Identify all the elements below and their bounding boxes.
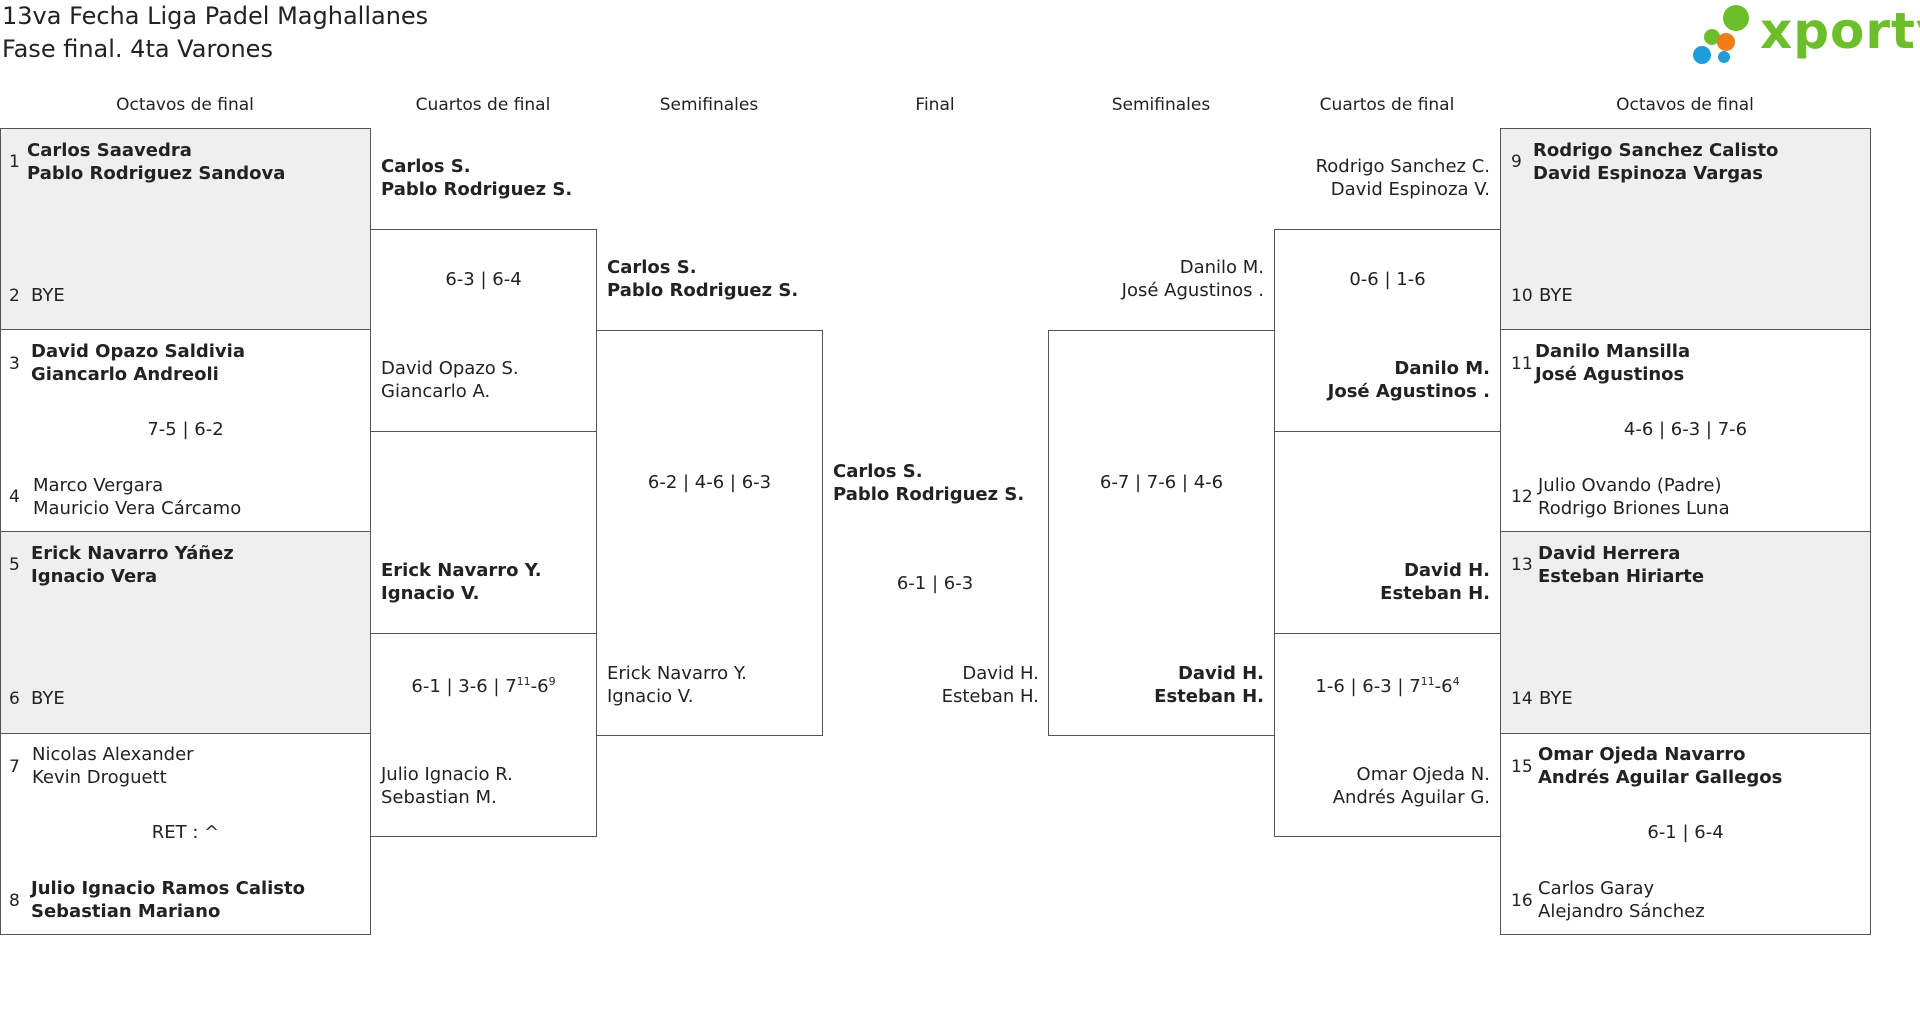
team-name: Erick Navarro Y. xyxy=(381,560,542,581)
seed-number: 3 xyxy=(9,354,20,374)
team-name: Julio Ignacio R. xyxy=(381,764,513,785)
team-name: Carlos S. xyxy=(381,156,471,177)
match-box xyxy=(1500,128,1871,330)
team-name: David H. xyxy=(962,663,1039,684)
player-name: Danilo Mansilla xyxy=(1535,341,1691,362)
team-name: Erick Navarro Y. xyxy=(607,663,747,684)
team-name: Pablo Rodriguez S. xyxy=(381,179,573,200)
seed-number: 4 xyxy=(9,487,20,507)
player-name: Ignacio Vera xyxy=(31,566,158,587)
team-name: Rodrigo Sanchez C. xyxy=(1315,156,1490,177)
header-left-cuartos: Cuartos de final xyxy=(415,95,551,115)
match-score: 0-6 | 1-6 xyxy=(1349,269,1426,290)
header-right-cuartos: Cuartos de final xyxy=(1319,95,1455,115)
team-name: Sebastian M. xyxy=(381,787,497,808)
seed-number: 1 xyxy=(9,152,20,172)
player-name: Mauricio Vera Cárcamo xyxy=(33,498,242,519)
team-name: Pablo Rodriguez S. xyxy=(607,280,799,301)
player-name: Carlos Garay xyxy=(1538,878,1655,899)
match-score: 7-5 | 6-2 xyxy=(147,419,224,440)
match-score: 6-7 | 7-6 | 4-6 xyxy=(1099,472,1224,493)
seed-number: 13 xyxy=(1511,555,1533,575)
player-name: Giancarlo Andreoli xyxy=(31,364,219,385)
player-name: Omar Ojeda Navarro xyxy=(1538,744,1746,765)
player-name: Rodrigo Briones Luna xyxy=(1538,498,1730,519)
team-name: Carlos S. xyxy=(833,461,923,482)
team-name: Ignacio V. xyxy=(607,686,694,707)
player-name: Andrés Aguilar Gallegos xyxy=(1538,767,1783,788)
team-name: David H. xyxy=(1177,663,1264,684)
player-name: Kevin Droguett xyxy=(32,767,167,788)
page-subtitle: Fase final. 4ta Varones xyxy=(2,35,273,63)
match-score: 1-6 | 6-3 | 711-64 xyxy=(1315,675,1460,697)
player-name: David Opazo Saldivia xyxy=(31,341,245,362)
seed-number: 9 xyxy=(1511,152,1522,172)
match-score: 6-3 | 6-4 xyxy=(445,269,522,290)
player-name: Marco Vergara xyxy=(33,475,164,496)
match-score: 6-1 | 3-6 | 711-69 xyxy=(411,675,556,697)
player-name: Esteban Hiriarte xyxy=(1538,566,1705,587)
match-box xyxy=(1048,330,1275,736)
match-box xyxy=(596,330,823,736)
team-name: José Agustinos . xyxy=(1327,381,1490,402)
team-name: Andrés Aguilar G. xyxy=(1332,787,1490,808)
match-box xyxy=(1500,733,1871,935)
team-name: David Espinoza V. xyxy=(1330,179,1490,200)
player-name: BYE xyxy=(1539,688,1573,709)
header-right-semis: Semifinales xyxy=(1111,95,1211,115)
player-name: David Herrera xyxy=(1538,543,1681,564)
seed-number: 15 xyxy=(1511,757,1533,777)
seed-number: 10 xyxy=(1511,286,1533,306)
header-left-semis: Semifinales xyxy=(659,95,759,115)
match-score: 6-1 | 6-3 xyxy=(896,573,974,594)
player-name: Carlos Saavedra xyxy=(27,140,192,161)
player-name: David Espinoza Vargas xyxy=(1533,163,1763,184)
player-name: Nicolas Alexander xyxy=(32,744,194,765)
team-name: Esteban H. xyxy=(1154,686,1264,707)
xporty-logo: xporty xyxy=(1690,2,1920,68)
team-name: Esteban H. xyxy=(1380,583,1490,604)
seed-number: 6 xyxy=(9,689,20,709)
match-score: 6-2 | 4-6 | 6-3 xyxy=(647,472,772,493)
team-name: David H. xyxy=(1403,560,1490,581)
logo-text: xporty xyxy=(1760,2,1920,60)
header-left-octavos: Octavos de final xyxy=(116,95,254,115)
seed-number: 8 xyxy=(9,891,20,911)
team-name: Pablo Rodriguez S. xyxy=(833,484,1025,505)
player-name: BYE xyxy=(31,285,65,306)
player-name: Erick Navarro Yáñez xyxy=(31,543,234,564)
team-name: Omar Ojeda N. xyxy=(1356,764,1490,785)
player-name: Sebastian Mariano xyxy=(31,901,221,922)
seed-number: 12 xyxy=(1511,487,1533,507)
player-name: Alejandro Sánchez xyxy=(1538,901,1705,922)
match-score: 6-1 | 6-4 xyxy=(1647,822,1724,843)
team-name: Danilo M. xyxy=(1394,358,1490,379)
seed-number: 16 xyxy=(1511,891,1533,911)
seed-number: 14 xyxy=(1511,689,1533,709)
team-name: David Opazo S. xyxy=(381,358,519,379)
page-title: 13va Fecha Liga Padel Maghallanes xyxy=(2,2,429,30)
player-name: Rodrigo Sanchez Calisto xyxy=(1533,140,1779,161)
team-name: Ignacio V. xyxy=(381,583,480,604)
match-score: 4-6 | 6-3 | 7-6 xyxy=(1623,419,1748,440)
team-name: Esteban H. xyxy=(941,686,1039,707)
header-final: Final xyxy=(915,95,955,115)
seed-number: 5 xyxy=(9,555,20,575)
team-name: Danilo M. xyxy=(1179,257,1264,278)
seed-number: 2 xyxy=(9,286,20,306)
header-right-octavos: Octavos de final xyxy=(1616,95,1754,115)
seed-number: 7 xyxy=(9,757,20,777)
team-name: José Agustinos . xyxy=(1121,280,1264,301)
player-name: BYE xyxy=(31,688,65,709)
xporty-dots-icon xyxy=(1693,5,1749,64)
player-name: Julio Ignacio Ramos Calisto xyxy=(31,878,305,899)
seed-number: 11 xyxy=(1511,354,1533,374)
team-name: Giancarlo A. xyxy=(381,381,491,402)
player-name: José Agustinos xyxy=(1535,364,1685,385)
player-name: Pablo Rodriguez Sandova xyxy=(27,163,286,184)
player-name: BYE xyxy=(1539,285,1573,306)
player-name: Julio Ovando (Padre) xyxy=(1538,475,1722,496)
match-score: RET : ^ xyxy=(151,822,220,843)
team-name: Carlos S. xyxy=(607,257,697,278)
